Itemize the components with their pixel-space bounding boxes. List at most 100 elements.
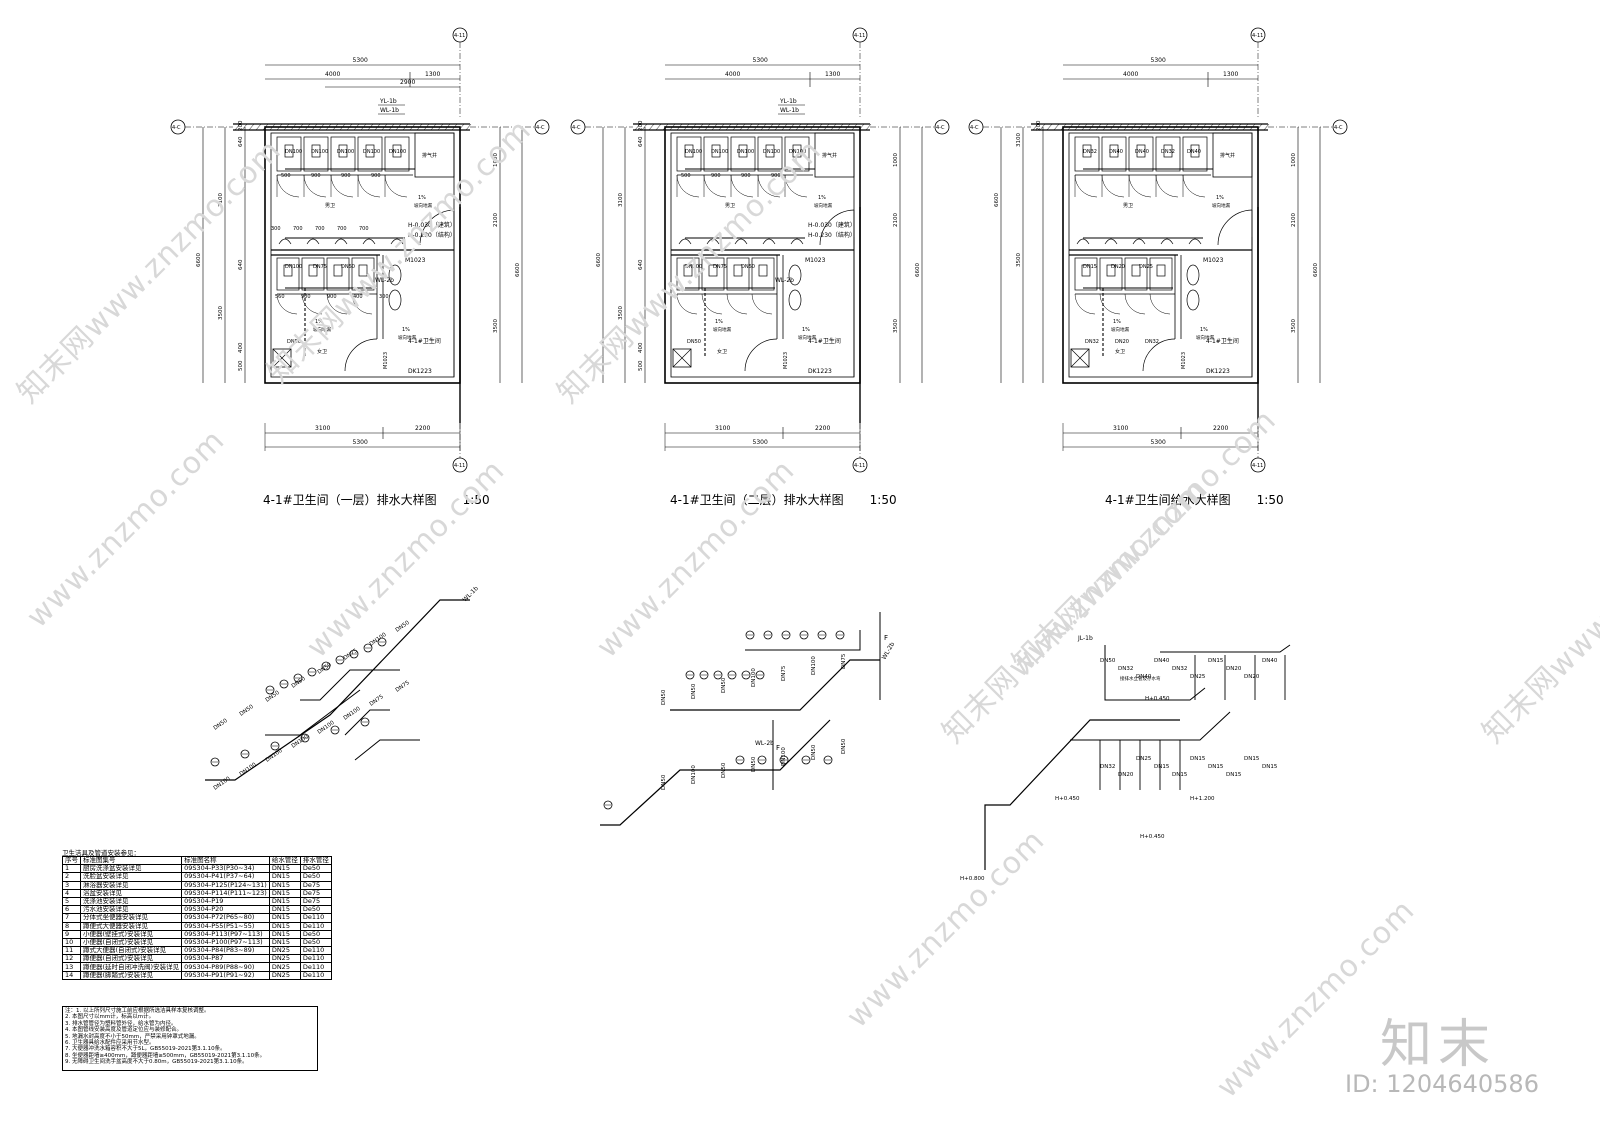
toilet-stall xyxy=(1124,257,1148,291)
iso-pipe-size: DN50 xyxy=(291,676,307,690)
toilet-fixture xyxy=(311,144,321,158)
urinal xyxy=(1132,238,1146,245)
toilet-fixture xyxy=(1156,264,1166,277)
dim-bottom: 5300 xyxy=(1151,439,1166,446)
toilet-stall xyxy=(276,257,300,291)
iso-pipe-size: DN15 xyxy=(1226,772,1242,778)
dim-left: 6600 xyxy=(994,193,1000,207)
wall-hatch xyxy=(1123,123,1130,131)
note-line: 6. 卫生器具给水配件应采用节水型。 xyxy=(65,1040,155,1047)
pipe-size: DN100 xyxy=(763,149,780,155)
wall-hatch xyxy=(1235,123,1242,131)
toilet-fixture xyxy=(738,144,748,158)
table-cell: 09S304-P100(P97~113) xyxy=(181,937,270,948)
dim-bottom: 5300 xyxy=(353,439,368,446)
dim-right: 6600 xyxy=(915,263,921,277)
table-cell: 09S304-P41(P37~64) xyxy=(181,872,270,882)
table-cell: 小便器(壁挂式)安装详见 xyxy=(79,929,183,939)
dim-left: 640 xyxy=(638,259,644,270)
spacing-dim: 300 xyxy=(379,294,389,300)
fixture-tag xyxy=(799,630,809,640)
dim-right: 1000 xyxy=(893,153,899,167)
iso-pipe-size: DN75 xyxy=(369,694,385,708)
wall-hatch xyxy=(781,123,788,131)
wall-hatch xyxy=(1158,123,1165,131)
opening-tag: DK1223 xyxy=(808,368,832,375)
room-name: 4-1#卫生间 xyxy=(1206,337,1239,345)
stall-door-swing xyxy=(1074,174,1098,198)
iso-elevation: H+0.450 xyxy=(1055,796,1080,802)
iso-note: 接排水立管及存水弯 xyxy=(1120,675,1161,682)
wall-hatch xyxy=(711,123,718,131)
elevation-label: H-0.030（建筑） xyxy=(808,221,856,229)
door-swing xyxy=(744,338,778,372)
toilet-fixture xyxy=(1136,144,1146,158)
dim-left: 400 xyxy=(638,342,644,353)
iso-riser-label: WL-2b xyxy=(755,740,774,747)
wall-hatch xyxy=(704,123,711,131)
door-tag: M1023 xyxy=(1181,352,1187,369)
pipe-size: DN100 xyxy=(737,149,754,155)
pipe-size: DN40 xyxy=(1109,149,1123,155)
table-cell: 09S304-P114(P111~123) xyxy=(181,888,270,898)
note-line: 7. 大便器冲洗水箱容积不大于5L，GB55019-2021第3.1.10条。 xyxy=(65,1046,226,1053)
wall-hatch xyxy=(718,123,725,131)
pipe-size: DN20 xyxy=(1115,339,1129,345)
table-cell: 09S304-P125(P124~131) xyxy=(181,880,270,890)
stall-door-swing xyxy=(676,293,698,315)
table-cell: DN15 xyxy=(268,921,301,931)
toilet-stall xyxy=(1099,257,1123,291)
door-tag: M1023 xyxy=(383,352,389,369)
door-swing xyxy=(344,338,378,372)
toilet-stall xyxy=(1155,136,1181,172)
pipe-size: DN40 xyxy=(1135,149,1149,155)
iso-drain-bottom xyxy=(600,719,831,826)
brand-logo-text: 知末 xyxy=(1380,1015,1497,1075)
dim-top: 1300 xyxy=(1223,71,1238,78)
table-cell: DN15 xyxy=(268,872,301,882)
fixture-tag xyxy=(210,757,220,767)
toilet-stall xyxy=(326,257,350,291)
spacing-dim: 900 xyxy=(311,173,321,179)
room-label-male: 男卫 xyxy=(1123,203,1133,209)
iso-pipe-size: DN75 xyxy=(395,680,411,694)
room-name: 4-1#卫生间 xyxy=(808,337,841,345)
iso-riser-label: JL-1b xyxy=(1077,635,1093,642)
iso-mark: F xyxy=(884,634,888,642)
fixture-tag xyxy=(817,630,827,640)
iso-pipe-size: DN100 xyxy=(213,776,232,792)
spacing-dim: 700 xyxy=(293,226,303,232)
urinal xyxy=(1076,238,1090,245)
table-cell: 7 xyxy=(62,913,81,923)
table-cell: De50 xyxy=(299,929,332,939)
iso-elevation: H+1.200 xyxy=(1190,796,1215,802)
room-label-female: 女卫 xyxy=(317,348,327,355)
fixture-tag xyxy=(270,741,280,751)
wall-hatch xyxy=(816,123,823,131)
urinal xyxy=(1104,238,1118,245)
wall-hatch xyxy=(1039,123,1046,131)
iso-branch xyxy=(265,689,361,736)
table-header-cell: 标准图名称 xyxy=(181,855,270,866)
wall-hatch xyxy=(325,123,332,131)
toilet-stall xyxy=(1149,257,1173,291)
iso-pipe-size: DN100 xyxy=(811,656,817,675)
wall-hatch xyxy=(430,123,437,131)
wall-hatch xyxy=(346,123,353,131)
dim-left: 500 xyxy=(638,360,644,371)
wall-hatch xyxy=(262,123,269,131)
door-tag: M1023 xyxy=(783,352,789,369)
table-header-cell: 标准图集号 xyxy=(79,855,183,866)
iso-branch xyxy=(300,669,400,701)
slope-label: 1% xyxy=(715,319,723,325)
table-cell: 3 xyxy=(62,880,81,890)
mop-sink-cross xyxy=(272,348,292,368)
table-cell: 洗涤池安装详见 xyxy=(79,896,183,907)
urinal xyxy=(1160,238,1174,245)
dim-left: 200 xyxy=(638,120,644,131)
table-cell: 11 xyxy=(62,946,81,956)
wall-hatch xyxy=(865,123,872,131)
iso-pipe-size: DN40 xyxy=(1154,658,1170,664)
